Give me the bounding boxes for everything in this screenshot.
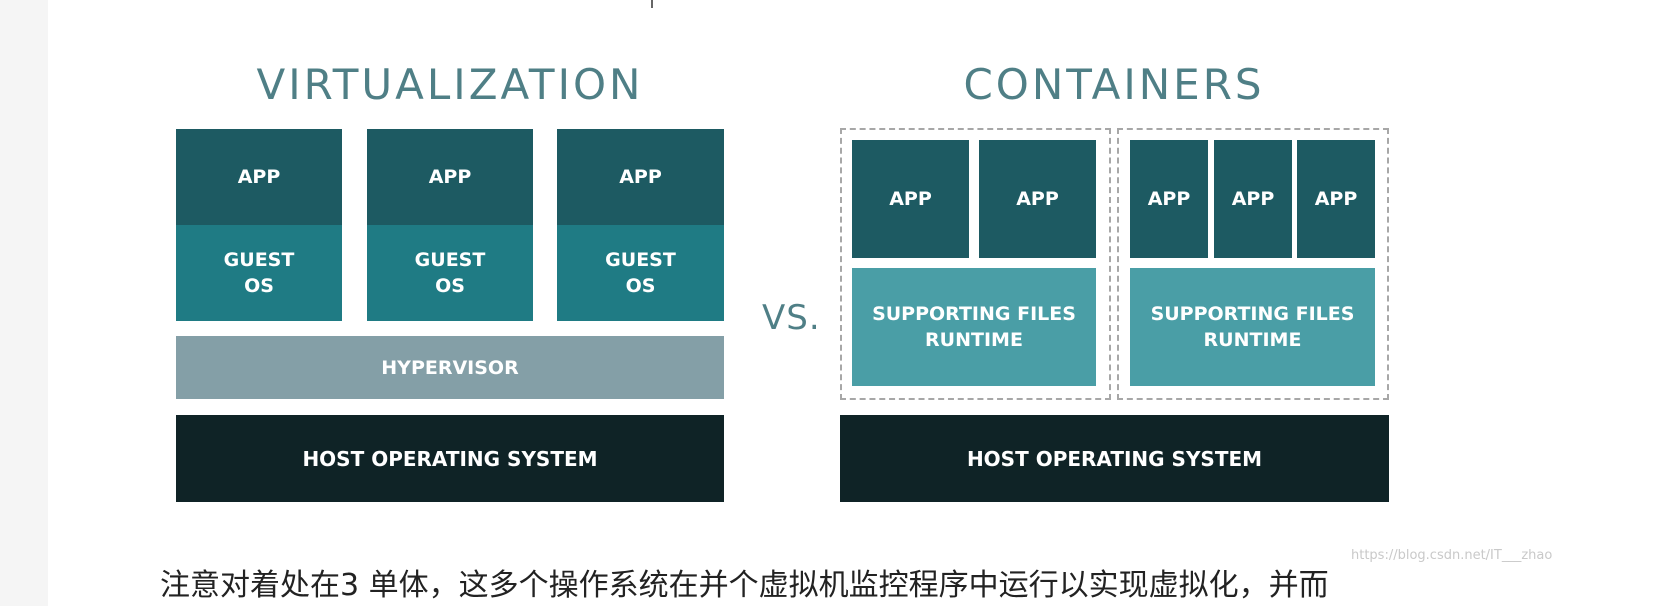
container1-app2-block: APP bbox=[979, 140, 1096, 258]
article-page: VIRTUALIZATION CONTAINERS APP GUEST OS A… bbox=[48, 0, 1658, 606]
container-group-2 bbox=[1117, 128, 1389, 400]
top-tick-mark bbox=[651, 0, 653, 8]
vs-label: VS. bbox=[762, 298, 821, 338]
container2-app1-block: APP bbox=[1130, 140, 1208, 258]
virtualization-host-os-block: HOST OPERATING SYSTEM bbox=[176, 415, 724, 502]
container2-app2-block: APP bbox=[1214, 140, 1292, 258]
containers-host-os-block: HOST OPERATING SYSTEM bbox=[840, 415, 1389, 502]
vm1-guest-os-block: GUEST OS bbox=[176, 225, 342, 321]
article-paragraph-fragment: 注意对着处在3 单体，这多个操作系统在并个虚拟机监控程序中运行以实现虚拟化，并而 bbox=[160, 568, 1329, 603]
containers-title: CONTAINERS bbox=[963, 60, 1265, 109]
container2-app3-block: APP bbox=[1297, 140, 1375, 258]
container-group-1 bbox=[840, 128, 1111, 400]
vm2-app-block: APP bbox=[367, 129, 533, 225]
watermark: https://blog.csdn.net/IT___zhao bbox=[1351, 548, 1553, 563]
vm1-app-block: APP bbox=[176, 129, 342, 225]
container2-supporting-files-block: SUPPORTING FILES RUNTIME bbox=[1130, 268, 1375, 386]
vm3-guest-os-block: GUEST OS bbox=[557, 225, 724, 321]
vm2-guest-os-block: GUEST OS bbox=[367, 225, 533, 321]
container1-app1-block: APP bbox=[852, 140, 969, 258]
container1-supporting-files-block: SUPPORTING FILES RUNTIME bbox=[852, 268, 1096, 386]
virtualization-title: VIRTUALIZATION bbox=[256, 60, 644, 109]
vm3-app-block: APP bbox=[557, 129, 724, 225]
hypervisor-block: HYPERVISOR bbox=[176, 336, 724, 399]
